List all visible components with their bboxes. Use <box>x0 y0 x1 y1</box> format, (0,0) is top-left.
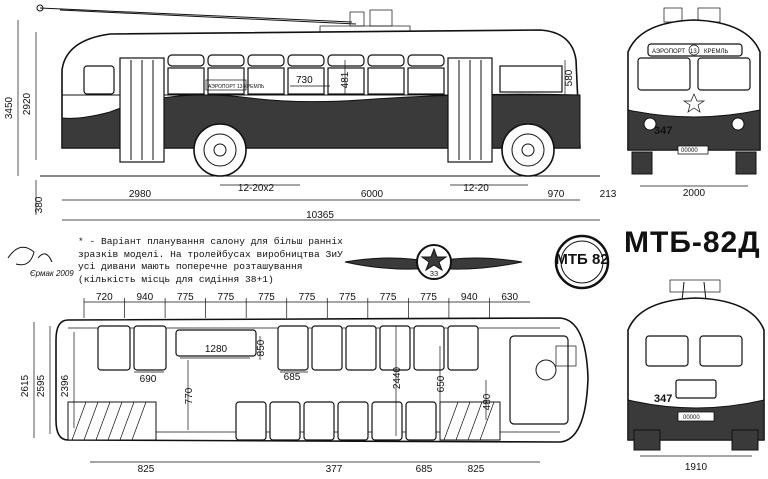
dim-ground-clearance: 380 <box>34 196 45 213</box>
rear-fleet-number: 347 <box>654 393 672 405</box>
plan-top-spacing-label: 775 <box>258 292 275 303</box>
plan-top-spacing: 720 940 775 775 775 775 775 775 775 940 630 <box>83 292 518 318</box>
front-emblem: ЗЗ <box>344 244 523 280</box>
front-route: 13 <box>690 49 697 55</box>
dim-total-length: 10365 <box>306 210 334 221</box>
plan-seat-width: 685 <box>284 372 301 383</box>
plan-height-outer: 2615 <box>20 374 31 397</box>
model-emblem-text: МТБ 82 <box>555 251 608 268</box>
plan-top-spacing-label: 630 <box>501 292 518 303</box>
plan-height-inner: 2595 <box>36 374 47 397</box>
front-sign-right: КРЕМЛЬ <box>704 49 728 55</box>
plan-bottom-mid: 377 <box>326 464 343 475</box>
plan-aisle-outer: 2396 <box>60 374 71 397</box>
signature: Єрмак 2009 <box>7 246 74 278</box>
rear-view: 347 00000 1910 <box>627 279 765 473</box>
plan-aisle-inner: 2440 <box>392 366 403 389</box>
plan-bottom-right: 825 <box>468 464 485 475</box>
plan-bottom-door: 685 <box>416 464 433 475</box>
plan-top-spacing-label: 775 <box>177 292 194 303</box>
front-view: АЭРОПОРТ 13 КРЕМЛЬ 347 00000 2000 <box>627 7 761 199</box>
rear-track-width: 1910 <box>685 462 708 473</box>
planning-note: * - Варіант планування салону для більш … <box>78 236 343 285</box>
dim-window-height: 481 <box>340 71 351 88</box>
plan-top-spacing-label: 775 <box>420 292 437 303</box>
front-sign-left: АЭРОПОРТ <box>652 49 685 55</box>
plan-top-spacing-label: 775 <box>380 292 397 303</box>
dim-wheelbase: 6000 <box>361 189 384 200</box>
plan-top-spacing-label: 940 <box>461 292 478 303</box>
plan-aisle-width: 770 <box>184 387 195 404</box>
dim-window-width: 730 <box>296 75 313 86</box>
plan-top-spacing-label: 720 <box>96 292 113 303</box>
dim-rear-overhang: 970 <box>548 189 565 200</box>
plan-bottom-left: 825 <box>138 464 155 475</box>
rear-plate: 00000 <box>683 415 700 421</box>
plan-bench-depth: 850 <box>256 339 267 356</box>
dim-rear-height: 580 <box>564 69 575 86</box>
dim-front-tyre: 12-20x2 <box>238 183 275 194</box>
plan-top-spacing-label: 775 <box>299 292 316 303</box>
plan-rear-width: 650 <box>436 375 447 392</box>
dim-body-height: 2920 <box>22 92 33 115</box>
side-view: АЭРОПОРТ 13 КРЕМЛЬ 3450 2920 380 730 481… <box>4 4 617 221</box>
dim-rear-tyre: 12-20 <box>463 183 489 194</box>
dim-rear-bumper: 213 <box>600 189 617 200</box>
model-emblem: МТБ 82 <box>554 234 610 290</box>
side-destination-sign: АЭРОПОРТ 13 КРЕМЛЬ <box>208 84 265 90</box>
dim-total-height: 3450 <box>4 96 15 119</box>
plan-top-spacing-label: 940 <box>136 292 153 303</box>
front-emblem-text: ЗЗ <box>430 271 438 278</box>
plan-view: 2615 2595 2396 1280 850 690 685 770 2440… <box>20 292 589 475</box>
front-plate: 00000 <box>681 148 698 154</box>
plan-top-spacing-label: 775 <box>339 292 356 303</box>
plan-seat-pitch: 690 <box>140 374 157 385</box>
plan-bench-length: 1280 <box>205 344 228 355</box>
plan-top-spacing-label: 775 <box>218 292 235 303</box>
front-fleet-number: 347 <box>654 125 672 137</box>
plan-door-depth: 480 <box>482 393 493 410</box>
front-track-width: 2000 <box>683 188 706 199</box>
model-title: МТБ-82Д <box>624 226 761 259</box>
signature-text: Єрмак 2009 <box>30 269 74 278</box>
dim-front-overhang: 2980 <box>129 189 152 200</box>
